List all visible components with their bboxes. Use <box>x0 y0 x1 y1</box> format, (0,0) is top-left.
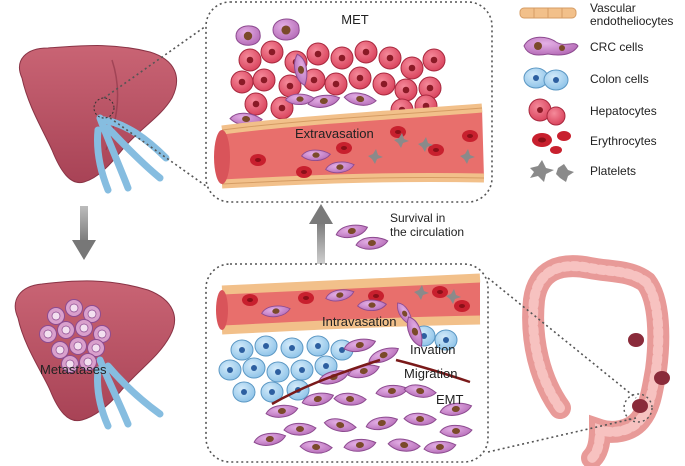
platelet <box>460 149 475 164</box>
up-arrow-icon <box>309 204 333 264</box>
platelet <box>418 137 433 152</box>
metastases-cluster <box>39 299 111 373</box>
crc-cell <box>439 402 473 416</box>
circulating-crc-cells <box>335 224 389 250</box>
legend: Vascular endotheliocytes CRC cells Colon… <box>519 1 673 182</box>
platelet <box>446 289 461 304</box>
crc-cell <box>284 93 316 105</box>
zoom-circle <box>623 393 653 423</box>
survival-label-line1: Survival in <box>390 211 445 225</box>
blood-vessel-top <box>214 103 485 189</box>
crc-cell <box>343 338 377 352</box>
crc-cell <box>356 299 388 311</box>
intravasation-label: Intravasation <box>322 314 396 329</box>
legend-label-colon: Colon cells <box>590 72 649 86</box>
legend-label-platelets: Platelets <box>590 164 636 178</box>
crc-cell <box>283 422 317 436</box>
legend-swatch-crc <box>523 36 579 56</box>
crc-cell <box>325 289 355 302</box>
legend-swatch-erythrocytes <box>532 131 571 154</box>
crc-cell <box>355 236 389 250</box>
metastases-label: Metastases <box>40 362 107 377</box>
crc-cell <box>307 94 341 108</box>
extravasation-label: Extravasation <box>295 126 374 141</box>
crc-cell <box>294 53 308 87</box>
met-label: MET <box>341 12 369 27</box>
crc-cell <box>335 224 369 238</box>
crc-cell <box>387 438 421 452</box>
crc-cell <box>365 416 399 430</box>
legend-label-vascular-1: Vascular <box>590 1 636 15</box>
legend-swatch-colon <box>523 67 569 91</box>
crc-cell <box>301 392 335 406</box>
legend-label-erythrocytes: Erythrocytes <box>590 134 657 148</box>
migration-label: Migration <box>404 366 457 381</box>
legend-label-hepatocytes: Hepatocytes <box>590 104 657 118</box>
platelet <box>394 133 409 148</box>
down-arrow-icon <box>72 206 96 260</box>
zoom-line <box>487 277 637 399</box>
crc-cell <box>253 432 287 446</box>
basement-membrane <box>271 358 471 406</box>
crc-cell <box>368 347 399 364</box>
invation-label: Invation <box>410 342 456 357</box>
crc-cell <box>300 149 332 161</box>
legend-swatch-platelets <box>530 160 574 182</box>
survival-label-line2: the circulation <box>390 225 464 239</box>
crc-cell <box>343 438 377 452</box>
crc-cell <box>403 412 437 426</box>
platelet <box>368 149 383 164</box>
liver-top-icon <box>19 45 178 194</box>
crc-cell <box>323 418 357 432</box>
crc-cell <box>343 92 377 106</box>
crc-cell <box>439 424 473 438</box>
crc-cell <box>261 305 291 318</box>
platelet <box>414 285 429 300</box>
crc-cell <box>403 384 437 398</box>
vessel-contents-bottom <box>242 285 470 325</box>
blood-vessel-bottom <box>216 273 481 335</box>
zoom-line <box>487 417 637 453</box>
legend-label-crc: CRC cells <box>590 40 643 54</box>
crc-cell <box>325 161 355 174</box>
crc-cell <box>333 392 367 406</box>
crc-cell <box>265 404 299 418</box>
crc-cell <box>299 440 333 454</box>
crc-cells-emt <box>253 316 473 454</box>
legend-swatch-vascular <box>519 7 577 19</box>
vessel-contents-top <box>250 126 478 178</box>
crc-cell <box>406 316 423 347</box>
emt-label: EMT <box>436 392 464 407</box>
zoom-line <box>103 25 207 99</box>
legend-label-vascular-2: endotheliocytes <box>590 14 673 28</box>
crc-cell <box>423 440 457 454</box>
legend-swatch-hepatocytes <box>528 98 566 126</box>
colon-organ-icon <box>522 255 670 466</box>
